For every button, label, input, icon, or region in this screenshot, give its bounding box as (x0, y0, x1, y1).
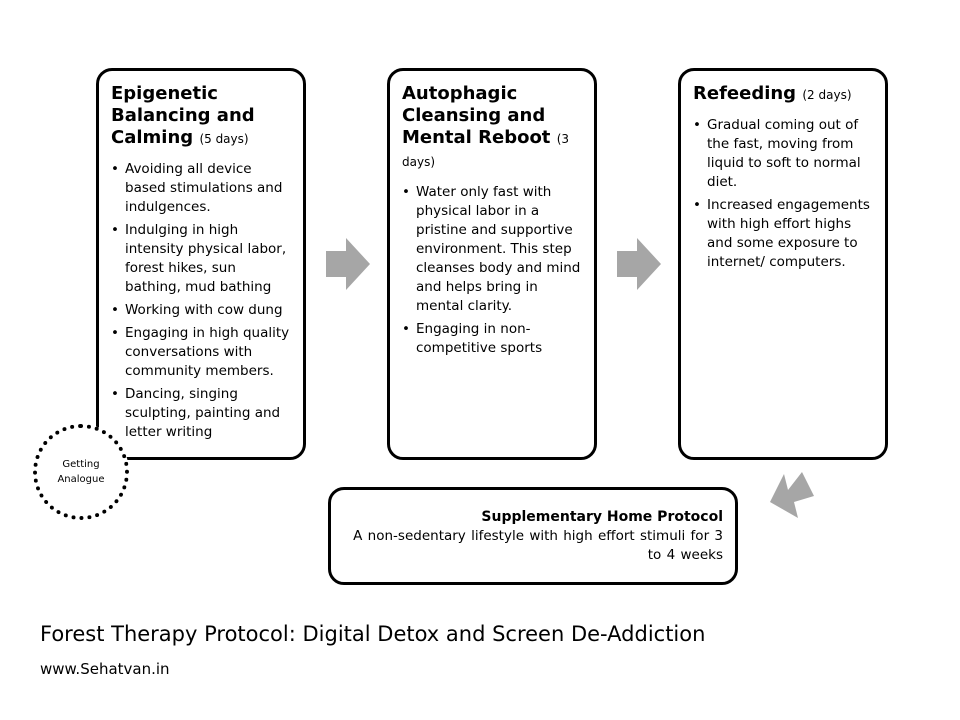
step1-item: Avoiding all device based stimulations a… (111, 160, 293, 217)
step1-item: Working with cow dung (111, 301, 293, 320)
step1-box: Epigenetic Balancing and Calming (5 days… (96, 68, 306, 460)
website-label: www.Sehatvan.in (40, 660, 170, 678)
step3-days: (2 days) (802, 88, 852, 102)
home-protocol-title: Supplementary Home Protocol (481, 509, 723, 525)
arrow-down-left-icon (770, 472, 814, 518)
step2-title: Autophagic Cleansing and Mental Reboot (… (402, 83, 584, 173)
step1-item: Dancing, singing sculpting, painting and… (111, 385, 293, 442)
step2-item: Water only fast with physical labor in a… (402, 183, 584, 316)
step2-box: Autophagic Cleansing and Mental Reboot (… (387, 68, 597, 460)
arrow-right-icon (326, 238, 370, 290)
home-protocol-description: A non-sedentary lifestyle with high effo… (353, 528, 723, 563)
step1-item: Indulging in high intensity physical lab… (111, 221, 293, 297)
diagram-caption: Forest Therapy Protocol: Digital Detox a… (40, 622, 706, 646)
step1-item: Engaging in high quality conversations w… (111, 324, 293, 381)
step3-item: Increased engagements with high effort h… (693, 196, 875, 272)
arrow-right-icon (617, 238, 661, 290)
getting-analogue-badge: Getting Analogue (33, 424, 129, 520)
step1-title-text: Epigenetic Balancing and Calming (111, 83, 255, 148)
badge-label: Getting Analogue (57, 459, 105, 485)
step1-days: (5 days) (199, 132, 249, 146)
step3-box: Refeeding (2 days) Gradual coming out of… (678, 68, 888, 460)
step2-days: (3 days) (402, 132, 570, 169)
step3-item: Gradual coming out of the fast, moving f… (693, 116, 875, 192)
step3-title-text: Refeeding (693, 83, 797, 104)
step2-title-text: Autophagic Cleansing and Mental Reboot (402, 83, 551, 148)
step2-list: Water only fast with physical labor in a… (402, 183, 584, 358)
step1-list: Avoiding all device based stimulations a… (111, 160, 293, 442)
step2-item: Engaging in non-competitive sports (402, 320, 584, 358)
step3-list: Gradual coming out of the fast, moving f… (693, 116, 875, 272)
home-protocol-box: Supplementary Home Protocol A non-sedent… (328, 487, 738, 585)
step1-title: Epigenetic Balancing and Calming (5 days… (111, 83, 293, 150)
step3-title: Refeeding (2 days) (693, 83, 875, 106)
